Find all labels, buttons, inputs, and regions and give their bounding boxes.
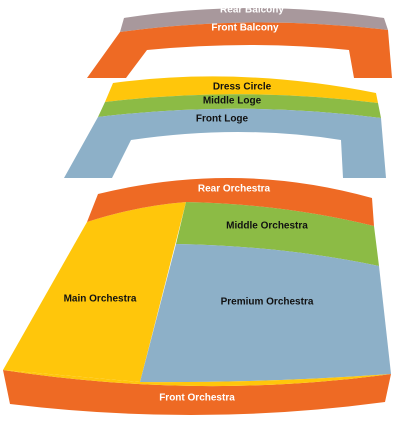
section-front-orchestra[interactable] — [3, 370, 391, 416]
section-front-balcony[interactable] — [87, 22, 392, 78]
section-middle-loge[interactable] — [98, 94, 381, 118]
section-dress-circle[interactable] — [105, 76, 378, 103]
label-middle-orchestra: Middle Orchestra — [226, 221, 308, 232]
label-premium-orchestra: Premium Orchestra — [221, 297, 314, 308]
label-dress-circle: Dress Circle — [213, 82, 272, 93]
section-rear-balcony[interactable] — [120, 8, 388, 32]
label-rear-orchestra: Rear Orchestra — [198, 184, 271, 195]
section-front-loge[interactable] — [64, 108, 386, 178]
label-rear-balcony: Rear Balcony — [220, 5, 284, 16]
orchestra-outer-edge — [3, 370, 391, 387]
loge-tier: Dress Circle Middle Loge Front Loge — [64, 76, 386, 178]
orchestra-tier: Rear Orchestra Middle Orchestra Main Orc… — [3, 177, 391, 416]
label-front-orchestra: Front Orchestra — [159, 393, 235, 404]
label-middle-loge: Middle Loge — [203, 96, 262, 107]
section-main-orchestra[interactable] — [3, 202, 186, 382]
label-main-orchestra: Main Orchestra — [64, 294, 137, 305]
section-middle-orchestra[interactable] — [176, 202, 379, 266]
label-front-loge: Front Loge — [196, 114, 249, 125]
section-rear-orchestra[interactable] — [87, 177, 374, 226]
section-premium-orchestra[interactable] — [140, 244, 391, 383]
balcony-tier: Rear Balcony Front Balcony — [87, 5, 392, 78]
label-front-balcony: Front Balcony — [211, 23, 279, 34]
